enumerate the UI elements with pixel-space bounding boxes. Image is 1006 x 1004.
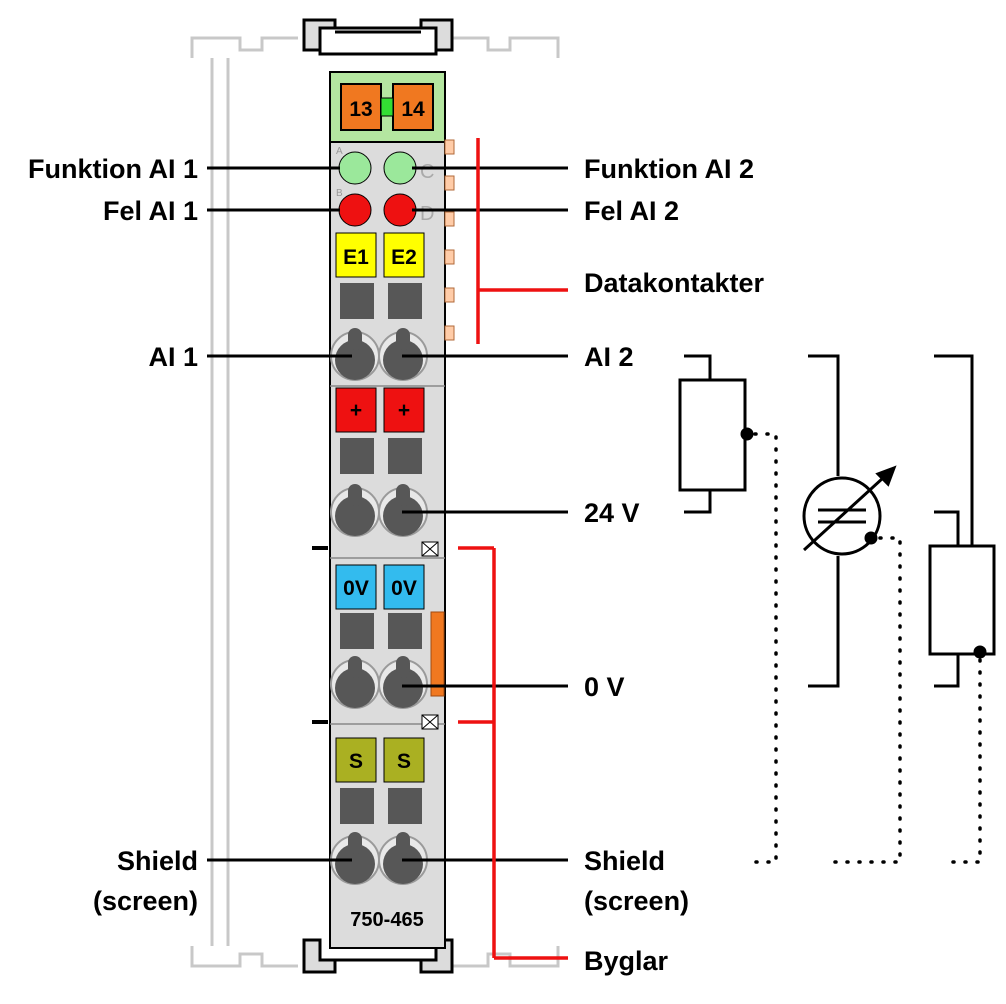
contact-13-bg (340, 83, 382, 131)
slot-plus2 (388, 438, 422, 474)
label-ai1: AI 1 (148, 342, 198, 372)
slot-e2 (388, 283, 422, 319)
leader-lines (207, 166, 568, 862)
module-top-latch (302, 18, 454, 56)
slot-0v2 (388, 613, 422, 649)
sensor-3-shield-wire (948, 658, 982, 864)
sensor-symbol-1 (678, 354, 754, 514)
label-0v: 0 V (584, 672, 625, 702)
led-c-function-ai2 (383, 151, 417, 185)
byglar-callout (458, 546, 568, 960)
slot-e1 (340, 283, 374, 319)
terminal-plus1-bg (335, 387, 377, 433)
terminal-e2-bg (383, 232, 425, 278)
power-jumper-contact (430, 611, 445, 697)
led-letter-a: A (336, 146, 343, 157)
terminal-0v1-label: 0V (343, 577, 369, 600)
terminal-plus1-label: + (350, 399, 362, 422)
terminal-plus2-bg (383, 387, 425, 433)
sensor-2-shield-wire (832, 536, 902, 864)
sensor-symbol-2 (802, 354, 897, 688)
contact-14-label: 14 (401, 98, 425, 121)
sensor-1-shield-wire (746, 432, 778, 864)
label-shield-left-2: (screen) (93, 886, 198, 916)
terminal-plus2-label: + (398, 399, 410, 422)
contact-13-label: 13 (349, 98, 372, 121)
led-a-function-ai1 (338, 151, 372, 185)
terminal-e2-label: E2 (391, 246, 417, 269)
terminal-s1-label: S (349, 750, 363, 773)
din-rail-outline (190, 36, 560, 968)
led-letter-b: B (336, 188, 343, 199)
clamp-24v-1 (330, 484, 380, 537)
model-number: 750-465 (350, 909, 423, 931)
slot-s1 (340, 788, 374, 824)
slot-plus1 (340, 438, 374, 474)
label-shield-right-1: Shield (584, 846, 665, 876)
terminal-e1-bg (335, 232, 377, 278)
label-shield-left-1: Shield (117, 846, 198, 876)
label-24v: 24 V (584, 498, 640, 528)
terminal-0v2-bg (383, 564, 425, 610)
clamp-ai1 (330, 328, 380, 381)
led-letter-d: D (420, 203, 434, 225)
clamp-0v-1 (330, 656, 380, 709)
terminal-0v1-bg (335, 564, 377, 610)
slot-s2 (388, 788, 422, 824)
label-fel-ai2: Fel AI 2 (584, 196, 679, 226)
label-ai2: AI 2 (584, 342, 634, 372)
data-contacts (444, 139, 455, 341)
terminal-s2-bg (383, 737, 425, 783)
jumper-slot-bottom (421, 714, 439, 730)
clamp-0v-2 (378, 656, 428, 709)
slot-0v1 (340, 613, 374, 649)
contact-14-bg (392, 83, 434, 131)
label-funktion-ai2: Funktion AI 2 (584, 154, 754, 184)
terminal-s2-label: S (397, 750, 411, 773)
terminal-e1-label: E1 (343, 246, 369, 269)
datakontakter-callout (476, 138, 568, 344)
led-letter-c: C (420, 161, 434, 183)
label-fel-ai1: Fel AI 1 (103, 196, 198, 226)
label-shield-right-2: (screen) (584, 886, 689, 916)
led-b-error-ai1 (338, 193, 372, 227)
contact-bridge (380, 97, 394, 117)
jumper-slot-top (421, 541, 439, 557)
label-byglar: Byglar (584, 946, 669, 976)
label-funktion-ai1: Funktion AI 1 (28, 154, 198, 184)
led-d-error-ai2 (383, 193, 417, 227)
terminal-s1-bg (335, 737, 377, 783)
label-datakontakter: Datakontakter (584, 268, 765, 298)
sensor-symbol-3 (928, 354, 996, 688)
terminal-0v2-label: 0V (391, 577, 417, 600)
